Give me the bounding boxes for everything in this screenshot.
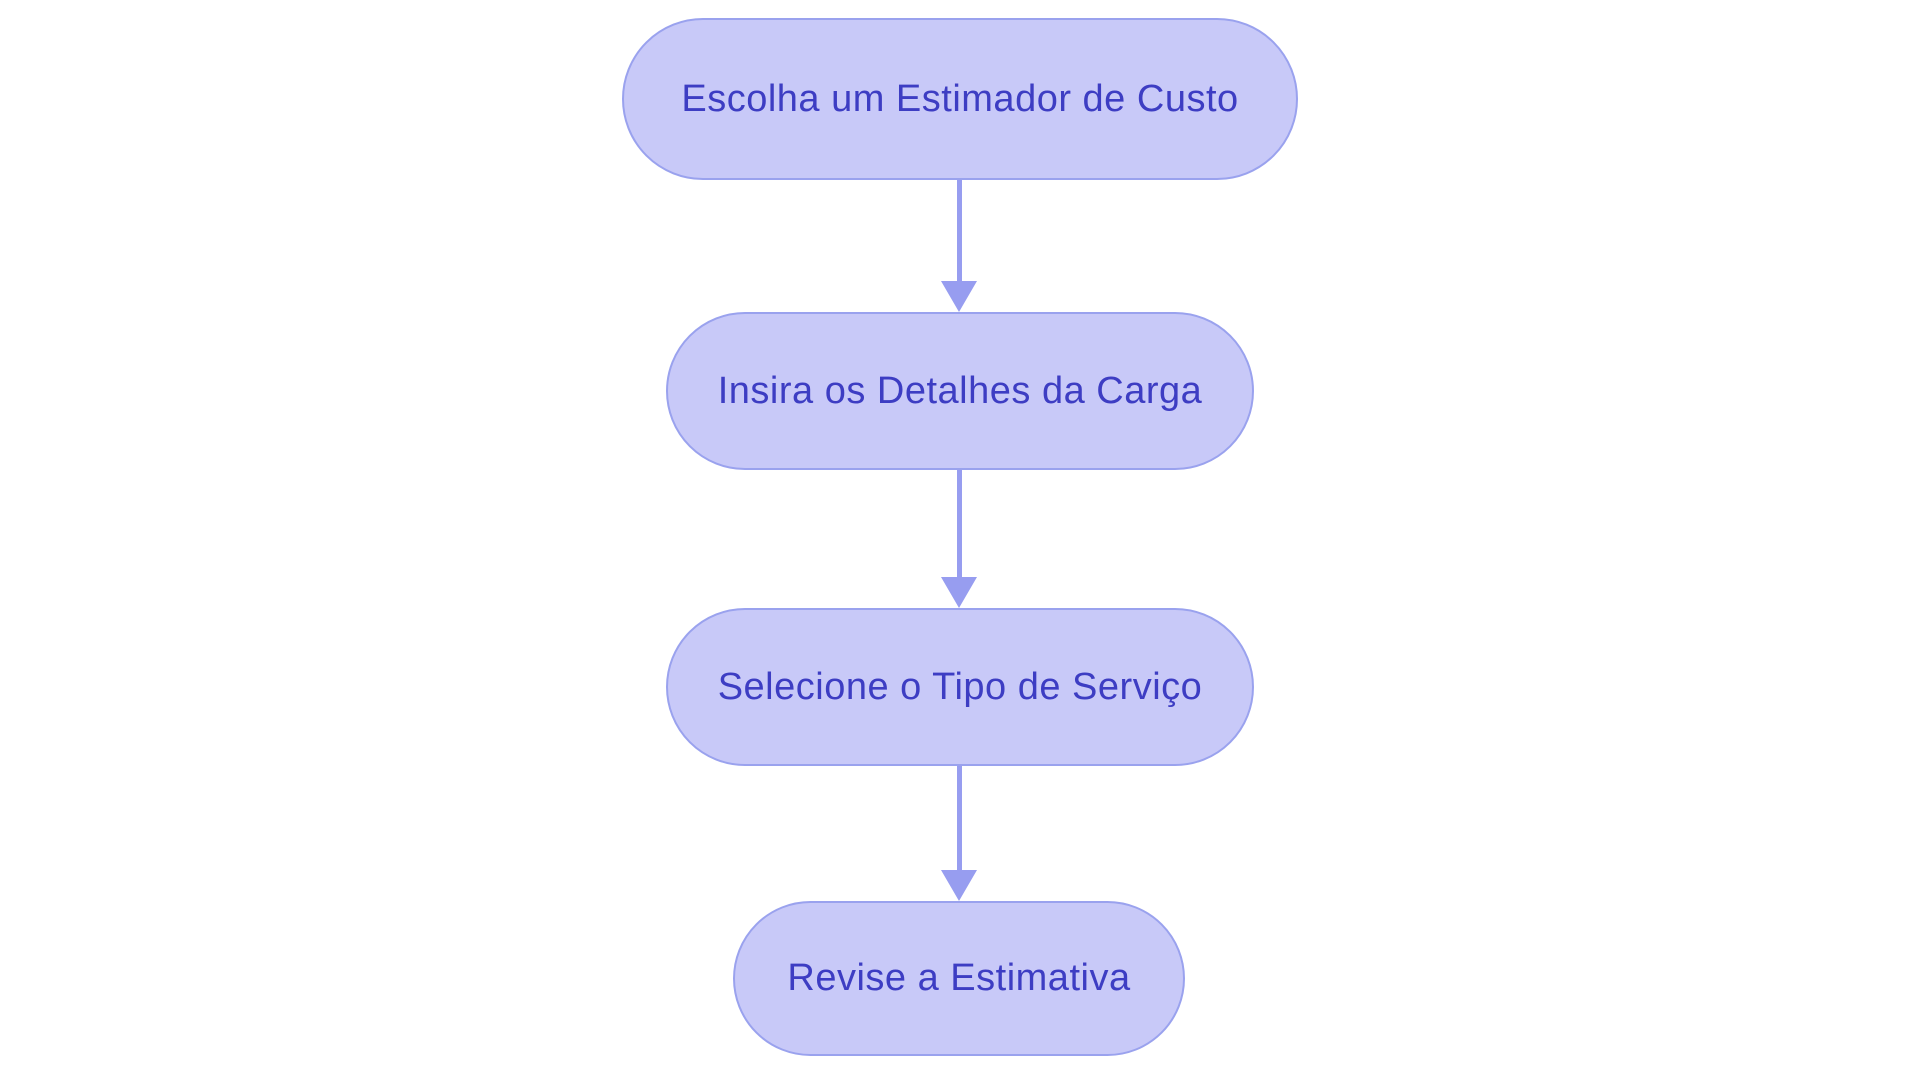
arrow-line <box>956 470 962 577</box>
flowchart-node-step-2: Insira os Detalhes da Carga <box>666 312 1254 470</box>
arrow-line <box>956 766 962 870</box>
node-step-1-label: Escolha um Estimador de Custo <box>681 77 1239 120</box>
arrow-head-icon <box>941 870 977 901</box>
connector-step-3-to-step-4 <box>941 766 977 901</box>
connector-step-1-to-step-2 <box>941 180 977 312</box>
flowchart-node-step-1: Escolha um Estimador de Custo <box>622 18 1298 180</box>
arrow-head-icon <box>941 577 977 608</box>
node-step-3-label: Selecione o Tipo de Serviço <box>717 665 1203 708</box>
arrow-head-icon <box>941 281 977 312</box>
flowchart-node-step-3: Selecione o Tipo de Serviço <box>666 608 1254 766</box>
connector-step-2-to-step-3 <box>941 470 977 608</box>
flowchart-node-step-4: Revise a Estimativa <box>733 901 1185 1056</box>
node-step-2-label: Insira os Detalhes da Carga <box>717 369 1203 412</box>
arrow-line <box>956 180 962 281</box>
node-step-4-label: Revise a Estimativa <box>787 957 1131 999</box>
